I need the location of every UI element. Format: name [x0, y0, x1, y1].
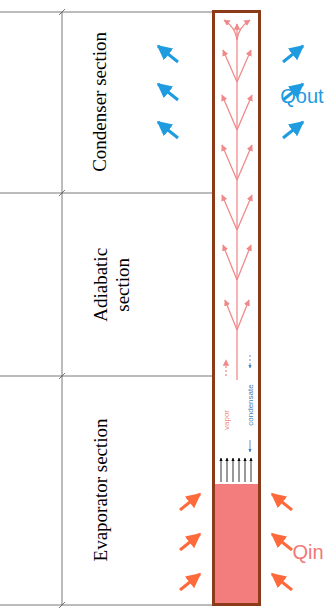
liquid-pool: [214, 484, 259, 604]
condensate-flow: [250, 355, 251, 368]
heat-in-label: Qin: [292, 541, 323, 564]
section-divider: [0, 9, 213, 608]
heat-out-label: Qout: [280, 85, 323, 108]
section-label: Evaporator section: [89, 419, 111, 562]
section-label: Adiabatic section: [90, 240, 134, 330]
vapor-label: vapor: [223, 409, 231, 431]
pipe-wall: [214, 12, 260, 605]
vapor-flow: [222, 20, 252, 380]
evaporation-arrow: [221, 458, 251, 482]
section-label: Condenser section: [89, 32, 111, 172]
condensate-flow: [250, 440, 251, 452]
heat-in-arrow: [180, 494, 292, 590]
condensate-label: condensate: [247, 383, 255, 426]
